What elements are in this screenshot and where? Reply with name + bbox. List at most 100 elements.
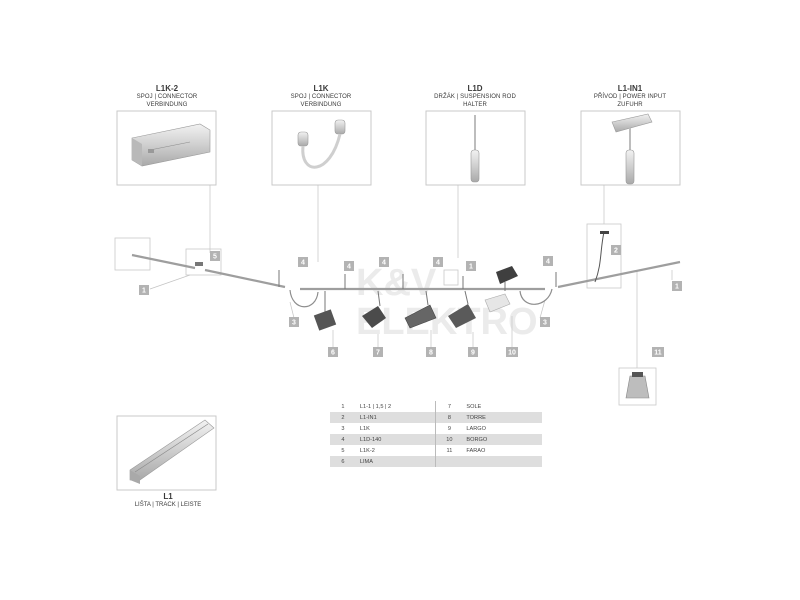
part-code: L1-IN1	[617, 84, 643, 93]
callout-number: 4	[382, 260, 386, 267]
product-box-l1k	[271, 110, 372, 186]
spot-torre	[404, 290, 437, 329]
callout-badge-4: 4	[298, 257, 308, 267]
spot-sole	[362, 290, 386, 328]
power-input-image	[611, 113, 653, 185]
part-desc-line1: SPOJ | CONNECTOR	[136, 94, 198, 100]
legend-label: TORRE	[462, 412, 542, 423]
spot-borgo	[484, 266, 518, 313]
watermark-line2: ELEKTRO	[356, 301, 538, 343]
part-desc-line2: VERBINDUNG	[300, 102, 342, 108]
legend-label: L1K	[359, 425, 370, 432]
legend-number: 1	[341, 403, 345, 410]
track-heading: L1 LIŠTA | TRACK | LEISTE	[118, 492, 218, 510]
legend-number: 7	[435, 401, 463, 412]
callout-badge-1: 1	[139, 285, 149, 295]
legend-label: BORGO	[462, 434, 542, 445]
part-desc-line2: ZUFUHR	[617, 102, 643, 108]
connector-l1k-image	[297, 119, 346, 169]
callout-badge-3: 3	[540, 317, 550, 327]
watermark-line1: K&V	[356, 262, 437, 304]
legend-number: 4	[330, 434, 356, 445]
callout-number: 2	[614, 248, 618, 255]
pendant-farao	[618, 367, 657, 406]
legend-number: 10	[435, 434, 463, 445]
suspension-rod-image	[470, 115, 480, 183]
callout-badge-10: 10	[506, 347, 518, 357]
legend-number: 9	[435, 423, 463, 434]
detail-frame-l1d	[443, 269, 459, 286]
callout-badge-1: 1	[466, 261, 476, 271]
track-line	[131, 253, 681, 291]
callout-number: 4	[436, 260, 440, 267]
callout-badge-9: 9	[468, 347, 478, 357]
suspension-rods	[278, 270, 557, 289]
part-desc-line1: SPOJ | CONNECTOR	[290, 94, 352, 100]
legend-number: 5	[341, 447, 345, 454]
part-desc-line1: PŘÍVOD | POWER INPUT	[593, 94, 667, 100]
watermark: K&V ELEKTRO	[356, 262, 538, 343]
callout-badge-4: 4	[433, 257, 443, 267]
part-heading-l1k2: L1K-2 SPOJ | CONNECTOR VERBINDUNG	[97, 85, 237, 109]
legend-label: L1K-2	[359, 447, 375, 454]
connector-l1k2-image	[131, 123, 211, 167]
legend-number: 2	[330, 412, 356, 423]
callout-badge-5: 5	[210, 251, 220, 261]
callout-number: 8	[429, 350, 433, 357]
callout-badge-2: 2	[611, 245, 621, 255]
callout-number: 11	[654, 350, 662, 357]
detail-frame-connector	[185, 248, 222, 276]
callout-number: 1	[469, 264, 473, 271]
legend-label: LARGO	[466, 425, 486, 432]
part-heading-l1in1: L1-IN1 PŘÍVOD | POWER INPUT ZUFUHR	[560, 85, 700, 109]
flex-connector-left	[289, 289, 319, 308]
callout-badge-8: 8	[426, 347, 436, 357]
callout-badge-4: 4	[543, 256, 553, 266]
callout-number: 4	[347, 264, 351, 271]
part-code: L1D	[467, 84, 483, 93]
legend-number: 6	[330, 456, 356, 467]
callout-number: 3	[292, 320, 296, 327]
callout-badge-6: 6	[328, 347, 338, 357]
callout-badge-3: 3	[289, 317, 299, 327]
callout-badge-1: 1	[672, 281, 682, 291]
callout-number: 4	[301, 260, 305, 267]
track-profile-image	[129, 419, 215, 484]
callout-number: 1	[675, 284, 679, 291]
callout-number: 4	[546, 259, 550, 266]
callout-badges: 1 2 3 4 4 5 6 7 8 9 10 11 3 4 4 1 4 1	[139, 245, 682, 357]
callout-number: 9	[471, 350, 475, 357]
leader-lines	[149, 185, 673, 368]
callout-badge-7: 7	[373, 347, 383, 357]
part-desc-line2: HALTER	[463, 102, 487, 108]
legend-number: 8	[435, 412, 463, 423]
part-code: L1K-2	[155, 84, 179, 93]
detail-frame-input	[586, 223, 622, 289]
spot-lima	[313, 291, 337, 331]
callout-number: 1	[142, 288, 146, 295]
part-heading-l1k: L1K SPOJ | CONNECTOR VERBINDUNG	[251, 85, 391, 109]
legend-label: SOLE	[466, 403, 482, 410]
callout-badge-4: 4	[344, 261, 354, 271]
power-cable	[594, 231, 605, 283]
detail-frame-left	[114, 237, 151, 271]
callout-badge-4: 4	[379, 257, 389, 267]
legend-number	[435, 456, 463, 467]
part-heading-l1d: L1D DRŽÁK | SUSPENSION ROD HALTER	[405, 85, 545, 109]
legend-label: LIMA	[355, 456, 436, 467]
callout-number: 7	[376, 350, 380, 357]
callout-number: 3	[543, 320, 547, 327]
callout-badge-11: 11	[652, 347, 664, 357]
legend-label	[462, 456, 542, 467]
ceiling-canopy	[600, 231, 609, 234]
spot-largo	[448, 290, 476, 328]
part-desc-line1: DRŽÁK | SUSPENSION ROD	[434, 94, 516, 100]
part-desc-line2: VERBINDUNG	[146, 102, 188, 108]
